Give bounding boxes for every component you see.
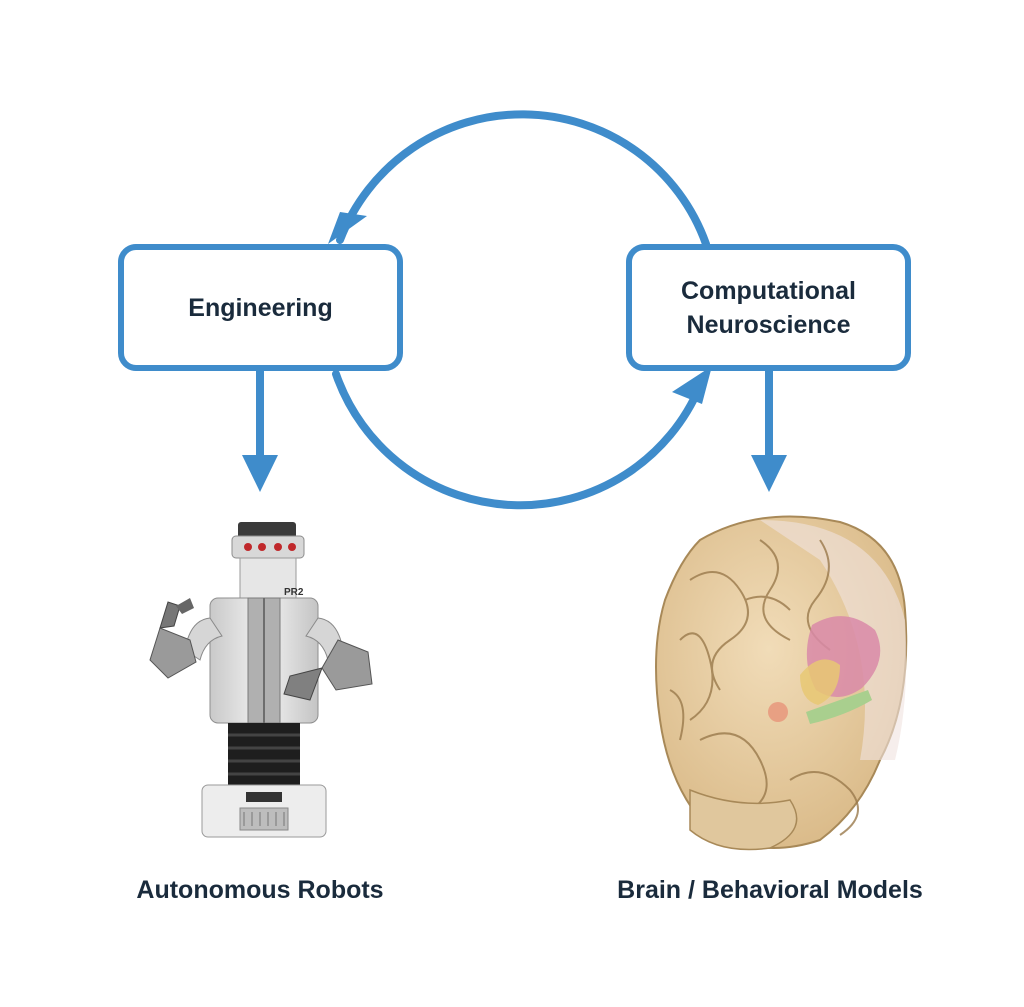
autonomous-robots-caption: Autonomous Robots xyxy=(136,876,384,904)
cycle-arc-top xyxy=(336,110,710,248)
arrow-engineering-down-head xyxy=(242,455,278,492)
engineering-label: Engineering xyxy=(188,293,333,322)
cycle-arrowhead-left xyxy=(328,212,367,244)
brain-illustration xyxy=(655,515,908,851)
computational-neuroscience-node: Computational Neuroscience xyxy=(626,244,911,371)
cycle-arc-bottom xyxy=(332,370,704,510)
engineering-node: Engineering xyxy=(118,244,403,371)
computational-neuroscience-label-line1: Computational xyxy=(681,276,856,305)
robot-label: PR2 xyxy=(284,587,304,598)
brain-behavioral-models-caption: Brain / Behavioral Models xyxy=(617,876,923,904)
cycle-arrowhead-right xyxy=(672,366,712,404)
arrow-neuro-down-head xyxy=(751,455,787,492)
robot-illustration: PR2 xyxy=(149,522,373,838)
computational-neuroscience-label-line2: Neuroscience xyxy=(686,310,851,339)
